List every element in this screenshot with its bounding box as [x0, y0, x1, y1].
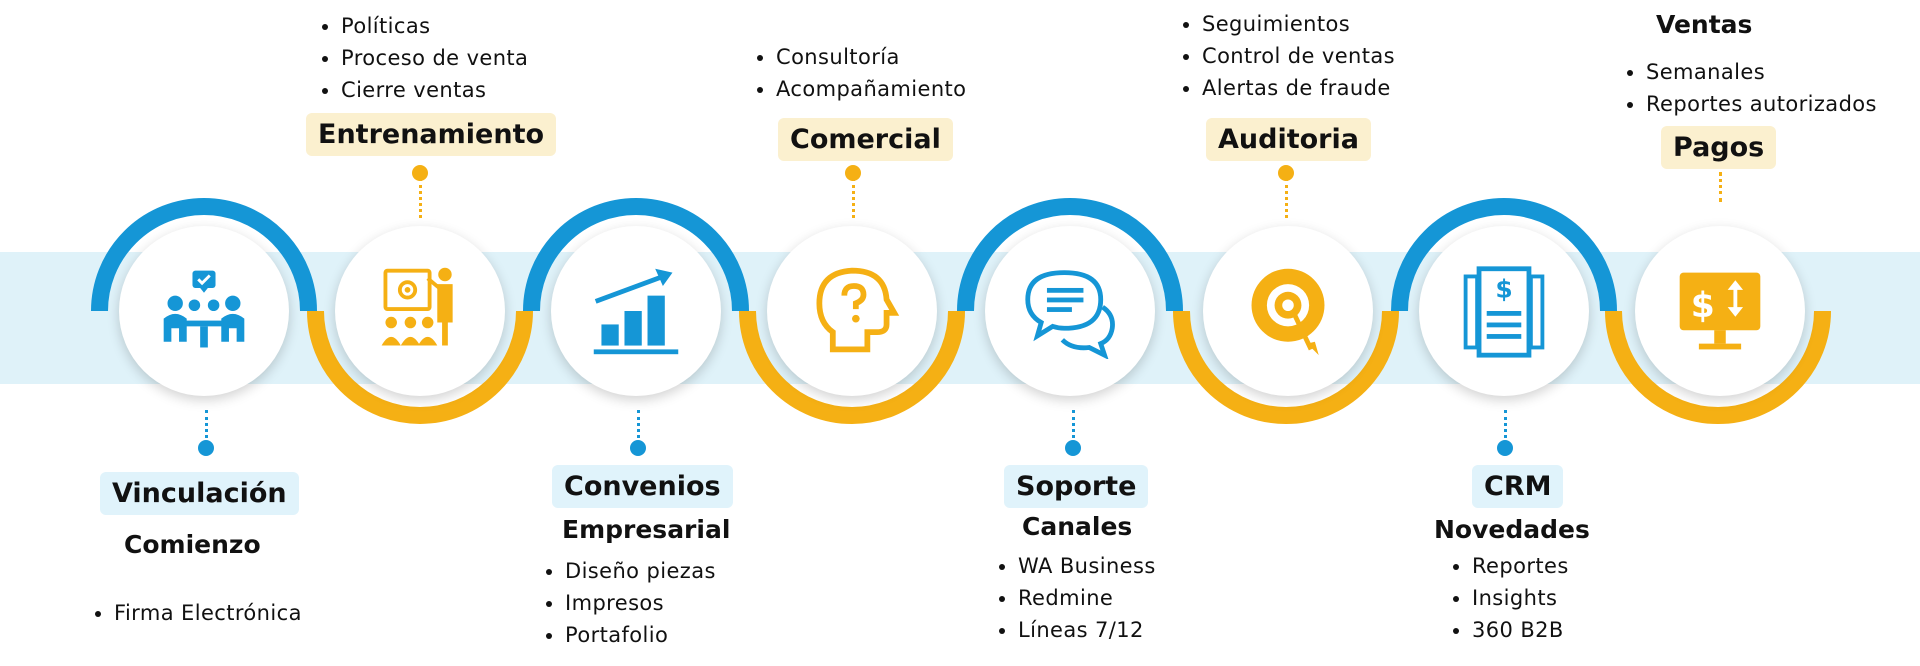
- step-subtitle-vinculacion: Comienzo: [124, 530, 261, 559]
- monitor-exchange-icon: $: [1679, 272, 1761, 350]
- connector-dot-2: [412, 165, 428, 181]
- list-item: Control de ventas: [1202, 40, 1395, 72]
- step-node-pagos: $: [1635, 226, 1805, 396]
- head-question-icon: [816, 267, 900, 353]
- list-item: Redmine: [1018, 582, 1156, 614]
- step-subtitle-crm: Novedades: [1434, 515, 1590, 544]
- presentation-training-icon: [381, 267, 453, 346]
- step-title-crm: CRM: [1472, 465, 1564, 508]
- list-item: Acompañamiento: [776, 73, 966, 105]
- list-item: Impresos: [565, 587, 716, 619]
- ring-arc-6: [1174, 310, 1398, 423]
- step-node-soporte: [985, 226, 1155, 396]
- step-list-vinculacion: Firma Electrónica: [88, 597, 302, 629]
- connector-dot-7: [1497, 440, 1513, 456]
- chat-bubbles-icon: [1025, 270, 1115, 359]
- target-icon: [1251, 268, 1325, 356]
- step-list-entrenamiento: Políticas Proceso de venta Cierre ventas: [315, 10, 528, 106]
- step-list-convenios: Diseño piezas Impresos Portafolio: [539, 555, 716, 651]
- step-subtitle-soporte: Canales: [1022, 512, 1133, 541]
- ring-arc-5: [958, 199, 1182, 312]
- step-node-convenios: [551, 226, 721, 396]
- connector-5: [1072, 410, 1075, 450]
- ring-arc-3: [524, 199, 748, 312]
- connector-6: [1285, 178, 1288, 218]
- step-title-pagos: Pagos: [1661, 126, 1777, 169]
- list-item: 360 B2B: [1472, 614, 1569, 646]
- ring-arc-4: [740, 310, 964, 423]
- connector-dot-5: [1065, 440, 1081, 456]
- ring-arc-2: [308, 310, 532, 423]
- connector-dot-6: [1278, 165, 1294, 181]
- step-title-soporte: Soporte: [1004, 465, 1149, 508]
- growth-chart-icon: [593, 268, 679, 355]
- connector-3: [637, 410, 640, 450]
- list-item: Cierre ventas: [341, 74, 528, 106]
- list-item: Diseño piezas: [565, 555, 716, 587]
- list-item: Firma Electrónica: [114, 597, 302, 629]
- connector-8: [1719, 172, 1722, 202]
- step-list-crm: Reportes Insights 360 B2B: [1446, 550, 1569, 646]
- step-title-entrenamiento: Entrenamiento: [306, 113, 557, 156]
- ring-arc-1: [92, 199, 316, 312]
- invoice-document-icon: $: [1463, 266, 1545, 358]
- step-subtitle-convenios: Empresarial: [562, 515, 731, 544]
- step-node-vinculacion: [119, 226, 289, 396]
- connector-7: [1504, 410, 1507, 450]
- list-item: Alertas de fraude: [1202, 72, 1395, 104]
- step-subtitle-pagos: Ventas: [1656, 10, 1753, 39]
- connector-dot-3: [630, 440, 646, 456]
- list-item: Consultoría: [776, 41, 966, 73]
- svg-text:$: $: [1495, 275, 1512, 304]
- list-item: Líneas 7/12: [1018, 614, 1156, 646]
- step-list-comercial: Consultoría Acompañamiento: [750, 41, 966, 105]
- ring-arc-7: [1392, 199, 1616, 312]
- step-list-pagos: Semanales Reportes autorizados: [1620, 56, 1877, 120]
- list-item: Semanales: [1646, 56, 1877, 88]
- connector-2: [419, 178, 422, 218]
- list-item: Insights: [1472, 582, 1569, 614]
- list-item: Políticas: [341, 10, 528, 42]
- step-list-soporte: WA Business Redmine Líneas 7/12: [992, 550, 1156, 646]
- step-node-entrenamiento: [335, 226, 505, 396]
- ring-arc-8: [1606, 310, 1830, 423]
- connector-dot-1: [198, 440, 214, 456]
- connector-dot-4: [845, 165, 861, 181]
- connector-4: [852, 178, 855, 218]
- meeting-icon: [163, 270, 245, 348]
- step-node-comercial: [767, 226, 937, 396]
- step-title-convenios: Convenios: [552, 465, 733, 508]
- step-title-vinculacion: Vinculación: [100, 472, 299, 515]
- step-list-auditoria: Seguimientos Control de ventas Alertas d…: [1176, 8, 1395, 104]
- list-item: Reportes: [1472, 550, 1569, 582]
- list-item: Proceso de venta: [341, 42, 528, 74]
- step-title-auditoria: Auditoria: [1206, 118, 1371, 161]
- list-item: WA Business: [1018, 550, 1156, 582]
- list-item: Seguimientos: [1202, 8, 1395, 40]
- list-item: Portafolio: [565, 619, 716, 651]
- list-item: Reportes autorizados: [1646, 88, 1877, 120]
- step-node-auditoria: [1203, 226, 1373, 396]
- step-node-crm: $: [1419, 226, 1589, 396]
- step-title-comercial: Comercial: [778, 118, 953, 161]
- svg-text:$: $: [1691, 286, 1715, 326]
- connector-1: [205, 410, 208, 450]
